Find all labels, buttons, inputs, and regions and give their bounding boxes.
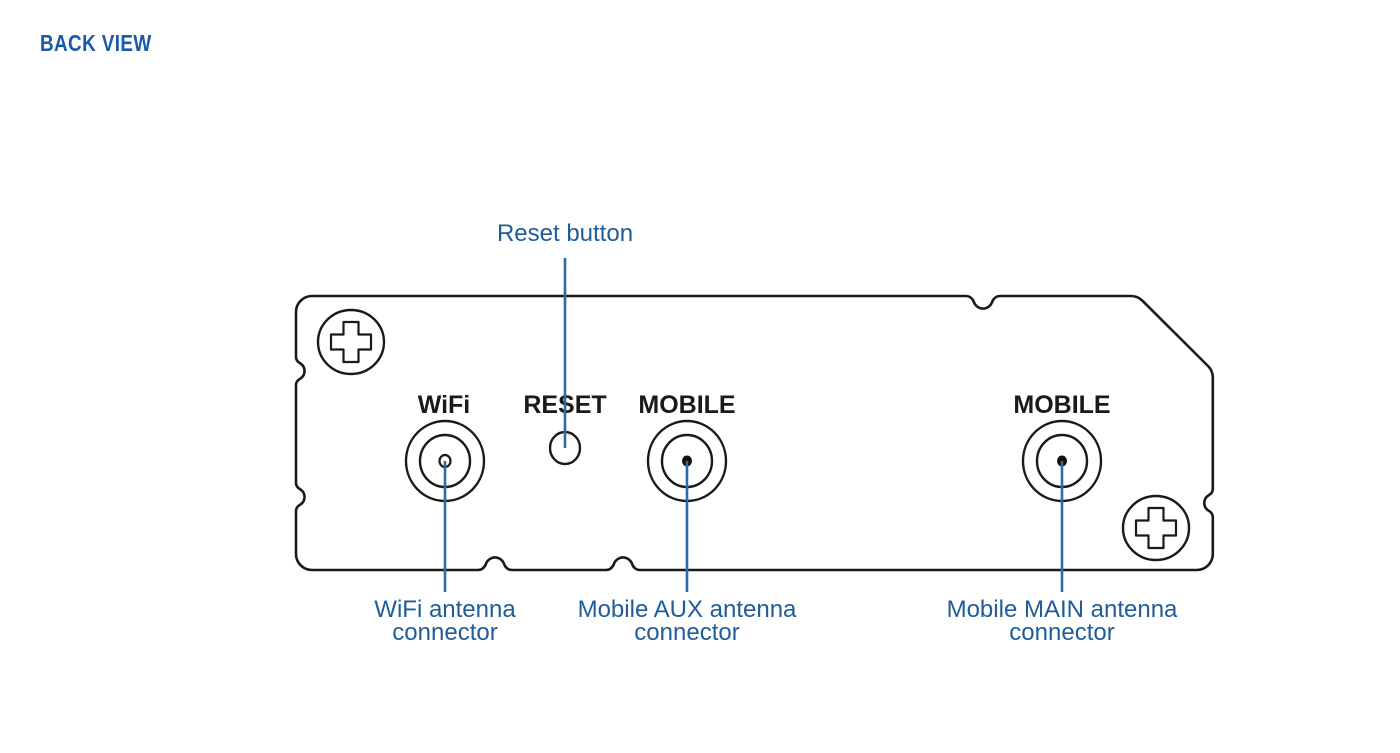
phillips-cross-icon: [1134, 506, 1178, 550]
callout-mobile-aux-antenna-line1: Mobile AUX antenna: [578, 596, 797, 623]
screw-head-outline: [316, 308, 386, 376]
callout-mobile-main-antenna-line2: connector: [1009, 619, 1114, 646]
callout-reset-button-line1: Reset button: [497, 220, 633, 247]
device-chassis: [294, 294, 1215, 572]
silkscreen-label-mobile-main: MOBILE: [1013, 391, 1110, 419]
screw-top-left: [316, 308, 386, 376]
callout-mobile-main-antenna-line1: Mobile MAIN antenna: [947, 596, 1178, 623]
silkscreen-label-mobile-aux: MOBILE: [638, 391, 735, 419]
callout-wifi-antenna-line1: WiFi antenna: [374, 596, 516, 623]
device-outline: [294, 294, 1215, 572]
page-title: BACK VIEW: [40, 30, 152, 56]
callout-wifi-antenna-line2: connector: [392, 619, 497, 646]
screw-bottom-right: [1121, 494, 1191, 562]
phillips-cross-icon: [329, 320, 373, 364]
silkscreen-label-wifi: WiFi: [418, 391, 471, 419]
callout-mobile-aux-antenna-line2: connector: [634, 619, 739, 646]
screw-head-outline: [1121, 494, 1191, 562]
